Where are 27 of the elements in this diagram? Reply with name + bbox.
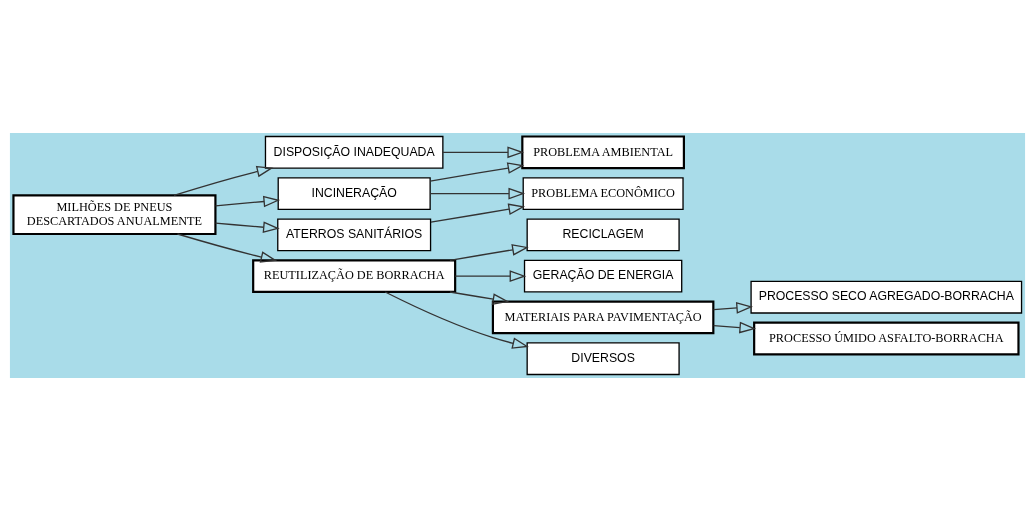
arrow (712, 301, 753, 314)
node-box: DISPOSIÇÃO INADEQUADA (264, 135, 444, 169)
arrow (454, 269, 527, 282)
node-box: INCINERAÇÃO (277, 176, 431, 210)
arrow (429, 161, 525, 182)
arrow (449, 243, 529, 261)
arrow (173, 165, 274, 196)
arrow (176, 232, 278, 263)
node-box: REUTILIZAÇÃO DE BORRACHA (252, 258, 457, 293)
node-box: MATERIAIS PARA PAVIMENTAÇÃO (491, 300, 715, 334)
node-box: ATERROS SANITÁRIOS (277, 217, 432, 251)
node-box: MILHÕES DE PNEUS DESCARTADOS ANUALMENTE (12, 193, 217, 235)
arrow (429, 187, 526, 199)
arrow (449, 290, 510, 305)
arrow (214, 195, 281, 207)
node-box: PROCESSO ÚMIDO ASFALTO-BORRACHA (753, 321, 1020, 355)
node-box: DIVERSOS (526, 341, 680, 375)
node-box: PROBLEMA ECONÔMICO (522, 176, 684, 210)
node-box: RECICLAGEM (526, 217, 680, 251)
node-box: PROBLEMA AMBIENTAL (521, 134, 685, 169)
node-box: PROCESSO SECO AGREGADO-BORRACHA (750, 280, 1023, 314)
arrow (442, 145, 525, 158)
arrow (430, 202, 526, 223)
arrow (384, 290, 529, 349)
node-box: GERAÇÃO DE ENERGIA (523, 259, 683, 293)
arrow (712, 321, 757, 333)
arrow (214, 220, 280, 233)
